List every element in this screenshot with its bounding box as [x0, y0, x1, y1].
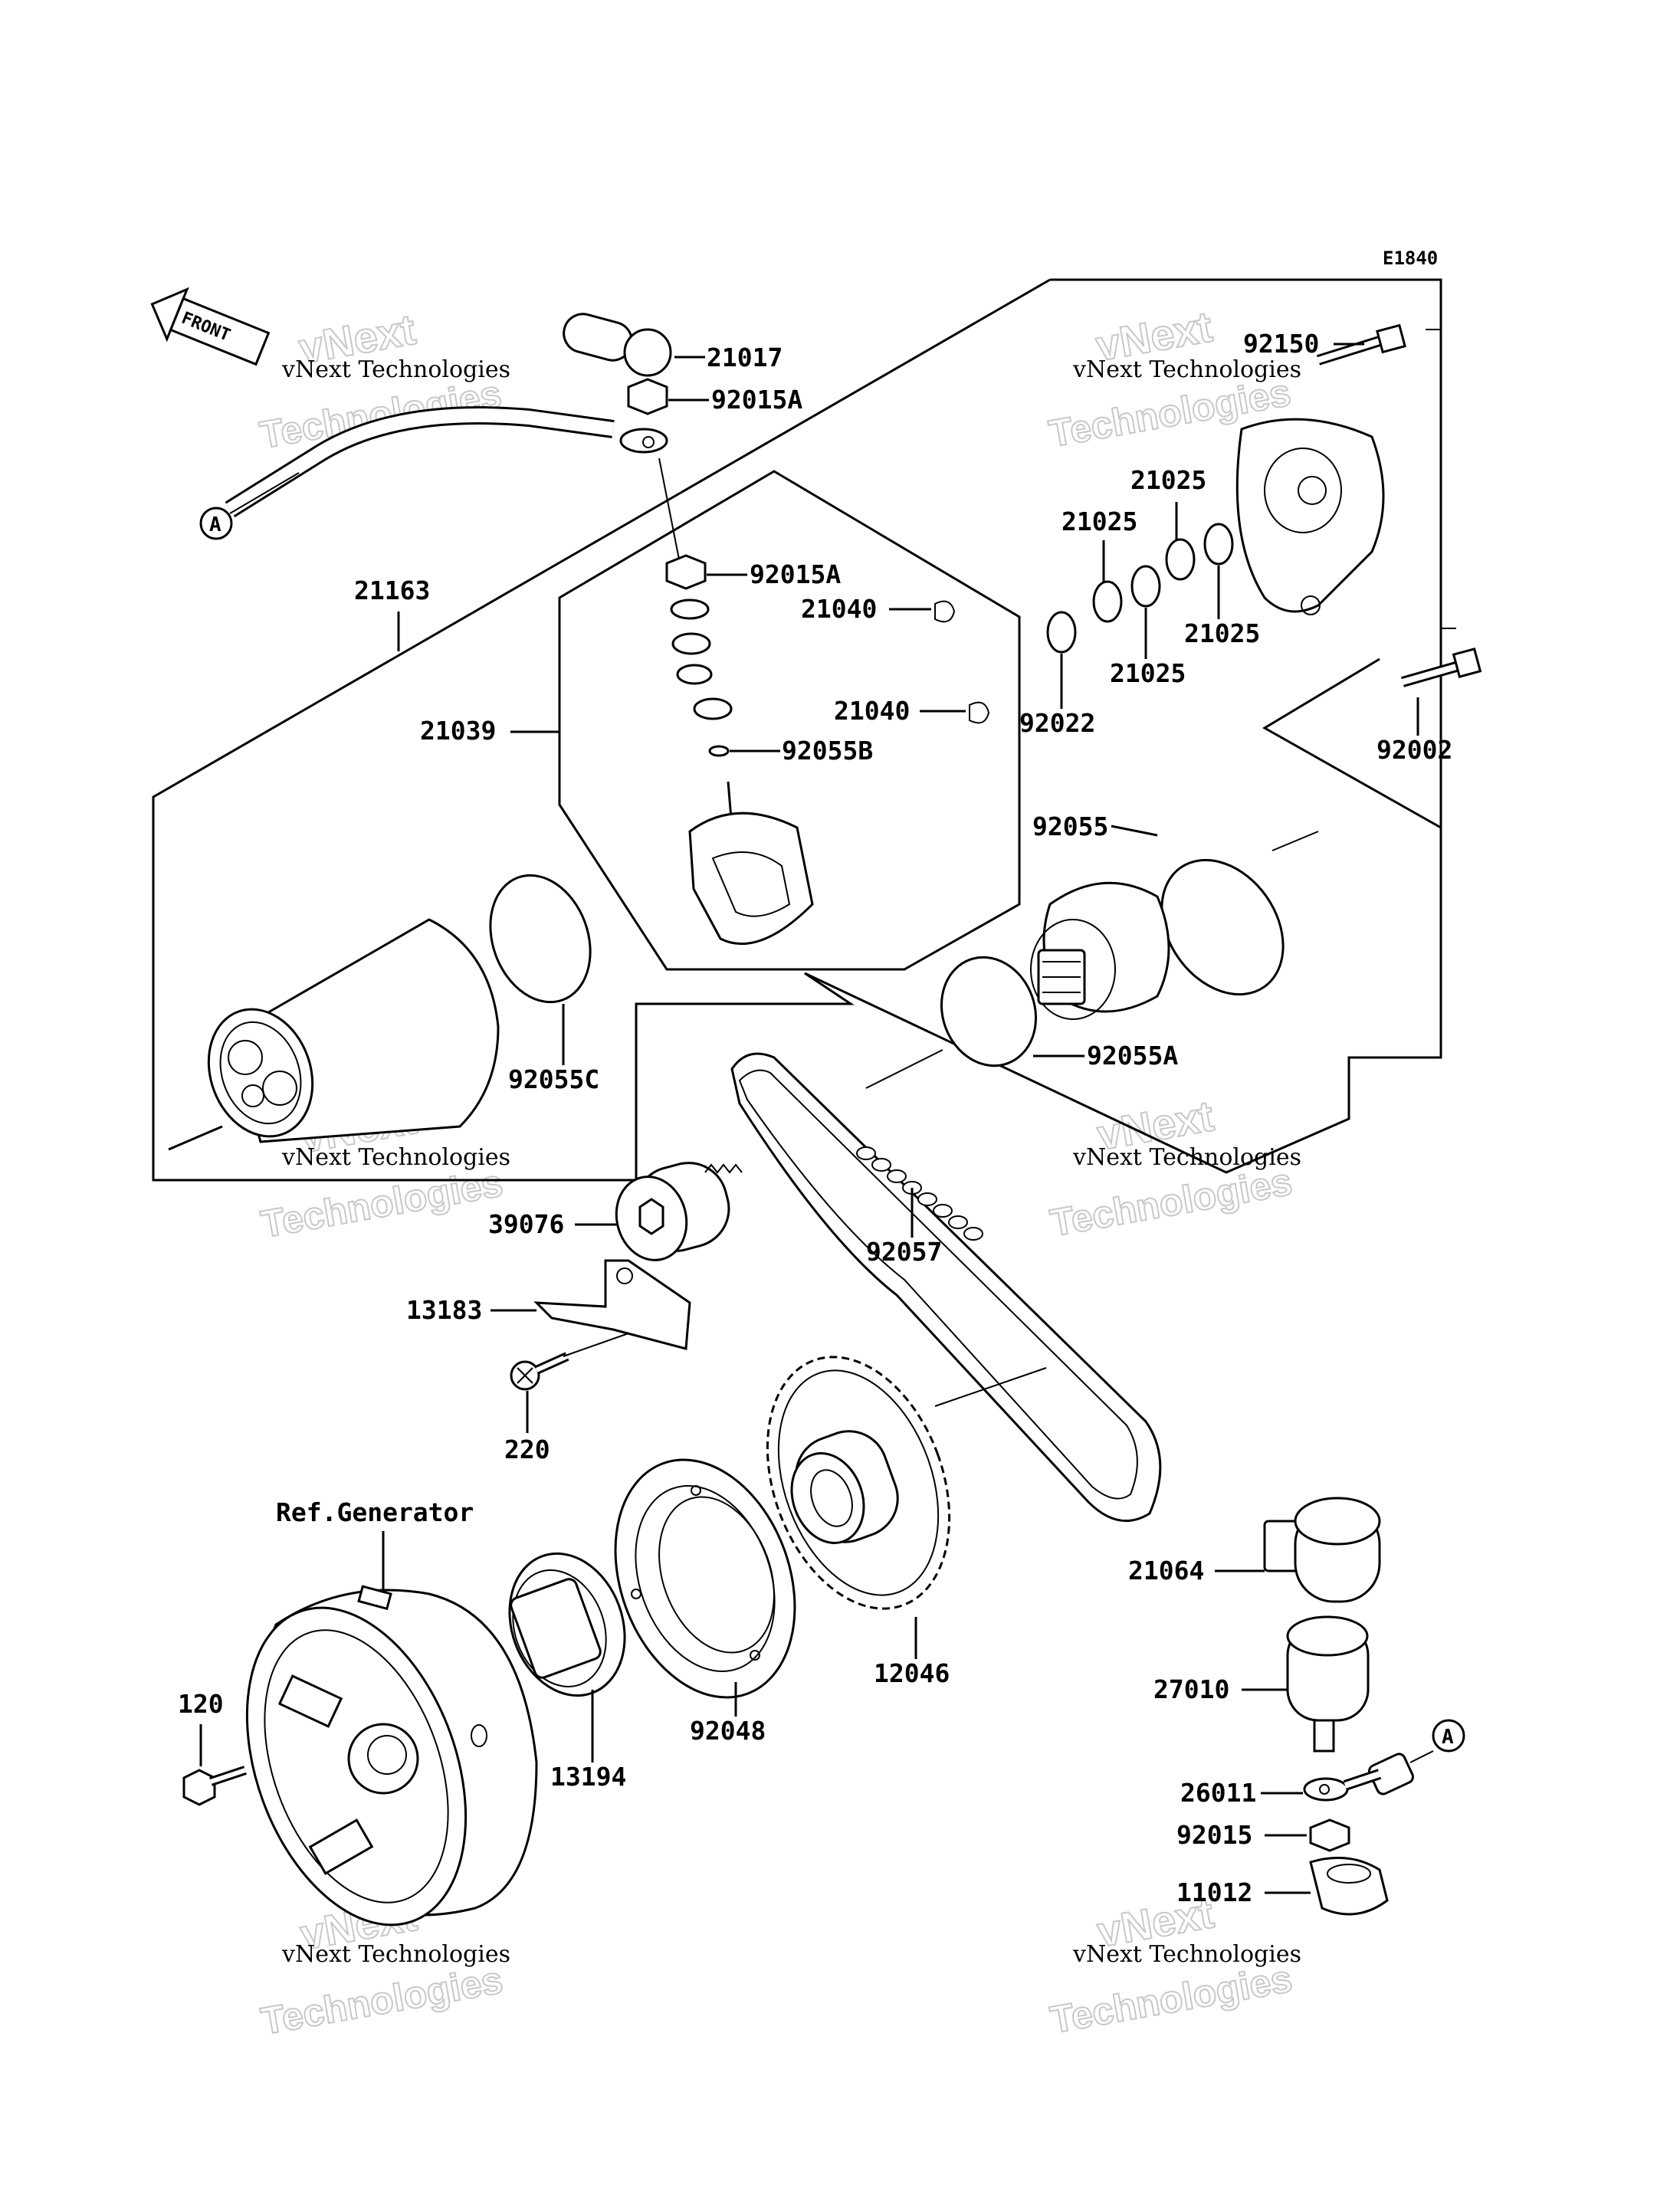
part-label-92048: 92048: [690, 1716, 766, 1746]
o-ring-92055: [1160, 858, 1285, 996]
battery-cable: A: [199, 406, 668, 540]
washer-icon: [1130, 565, 1161, 608]
one-way-clutch: [508, 1552, 626, 1697]
part-label-21064: 21064: [1128, 1556, 1204, 1585]
solenoid-27010: [1286, 1615, 1370, 1753]
part-label-21025-a: 21025: [1130, 465, 1206, 495]
part-label-12046: 12046: [874, 1658, 950, 1688]
washer-icon: [1203, 523, 1234, 566]
washer-icon: [670, 598, 710, 620]
part-label-21017: 21017: [707, 343, 783, 372]
guide-plate: [533, 1259, 691, 1350]
part-label-92002: 92002: [1376, 735, 1452, 765]
ref-label-a: A: [209, 513, 221, 536]
ref-circle-a: [1432, 1719, 1465, 1753]
part-label-39076: 39076: [488, 1209, 564, 1239]
idler-gear: [615, 1162, 743, 1261]
washer-icon: [1165, 538, 1196, 581]
starter-clutch: [614, 1458, 796, 1699]
terminal-cap: [563, 313, 672, 377]
watermark-brand-bottom: Technologies: [1047, 1160, 1294, 1244]
watermark-company: vNext Technologies: [1072, 1144, 1301, 1171]
part-label-92055b: 92055B: [782, 736, 873, 766]
part-label-21163: 21163: [354, 575, 430, 605]
part-label-92055: 92055: [1032, 812, 1108, 841]
nut-icon: [665, 554, 707, 590]
part-label-21040-a: 21040: [801, 594, 877, 624]
bolt-icon: [1316, 323, 1406, 366]
watermark-brand-bottom: Technologies: [258, 1161, 506, 1245]
ref-circle-a: [199, 507, 233, 540]
part-label-92150: 92150: [1243, 329, 1319, 359]
brush-holder-plate: [688, 781, 814, 945]
part-label-27010: 27010: [1153, 1674, 1229, 1704]
part-label-21025-b: 21025: [1061, 507, 1137, 536]
watermark-company: vNext Technologies: [281, 1144, 510, 1171]
part-label-92022: 92022: [1019, 708, 1095, 738]
part-label-92015: 92015: [1176, 1820, 1252, 1850]
part-label-120: 120: [178, 1689, 224, 1719]
o-ring-92055a: [940, 956, 1038, 1067]
watermark-company: vNext Technologies: [281, 356, 510, 383]
nut-icon: [1309, 1818, 1350, 1852]
cap-11012: [1309, 1856, 1389, 1916]
watermark-brand-bottom: Technologies: [1047, 1957, 1294, 2041]
rear-cover: [1235, 418, 1385, 615]
bolt-icon: [182, 1766, 247, 1806]
part-label-11012: 11012: [1176, 1877, 1252, 1907]
starter-chain: [730, 1052, 1162, 1523]
washer-icon: [1092, 580, 1123, 623]
watermark-company: vNext Technologies: [1072, 1941, 1301, 1968]
washer-icon: [671, 632, 711, 655]
front-arrow-icon: FRONT: [150, 287, 271, 366]
cover-outline: [1262, 657, 1442, 829]
relay-21064: [1263, 1497, 1381, 1603]
o-ring-92055c: [489, 874, 592, 1004]
part-label-13183: 13183: [406, 1295, 482, 1325]
part-label-13194: 13194: [550, 1762, 626, 1792]
assembly-outline: [152, 278, 1442, 1182]
bearing: [790, 1430, 899, 1544]
generator-rotor: [245, 1585, 538, 1926]
spring-icon: [934, 600, 956, 623]
washer-icon: [693, 697, 733, 720]
part-label-21039: 21039: [420, 716, 496, 746]
part-label-21025-d: 21025: [1110, 658, 1186, 688]
part-label-92055c: 92055C: [508, 1064, 599, 1094]
front-cover: [1030, 881, 1170, 1020]
part-label-92057: 92057: [866, 1237, 942, 1267]
bolt-icon: [1401, 648, 1482, 687]
ref-label-a: A: [1442, 1726, 1454, 1749]
part-label-92055a: 92055A: [1087, 1041, 1178, 1071]
part-label-26011: 26011: [1180, 1778, 1256, 1808]
part-label-220: 220: [504, 1435, 550, 1464]
part-label-92015a-top: 92015A: [711, 385, 802, 415]
watermark-company: vNext Technologies: [281, 1941, 510, 1968]
watermark-brand-bottom: Technologies: [258, 1958, 506, 2042]
washer-icon: [1046, 611, 1077, 654]
yoke-armature: [168, 918, 500, 1151]
spring-icon: [969, 701, 990, 724]
part-label-21040-b: 21040: [834, 696, 910, 726]
nut-icon: [627, 378, 668, 415]
washer-icon: [676, 664, 713, 685]
watermark-company: vNext Technologies: [1072, 356, 1301, 383]
cable-26011: A: [1303, 1719, 1465, 1802]
part-label-92015a-mid: 92015A: [750, 559, 841, 589]
brush-holder-outline: [558, 470, 1021, 971]
diagram-code: E1840: [1383, 248, 1438, 269]
screw-icon: [510, 1352, 569, 1391]
generator-ref-label: Ref.Generator: [276, 1497, 474, 1527]
part-label-21025-c: 21025: [1184, 618, 1260, 648]
o-ring-small-icon: [708, 745, 730, 757]
